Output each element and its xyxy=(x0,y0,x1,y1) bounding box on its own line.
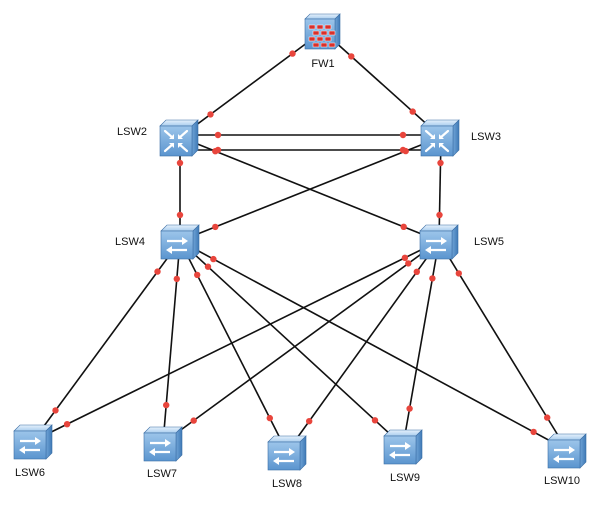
device-lsw5[interactable]: LSW5 xyxy=(419,224,504,260)
link-lsw5-lsw6 xyxy=(32,240,440,442)
device-label-lsw10: LSW10 xyxy=(544,475,580,487)
port-dot-lsw3 xyxy=(409,108,416,115)
port-dot-lsw2 xyxy=(207,111,214,118)
link-fw1-lsw2 xyxy=(179,30,324,138)
link-lsw4-lsw7 xyxy=(162,240,181,444)
device-fw1[interactable]: FW1 xyxy=(304,13,341,70)
device-lsw6[interactable]: LSW6 xyxy=(13,424,53,479)
link-lsw4-lsw9 xyxy=(179,240,404,447)
device-lsw10[interactable]: LSW10 xyxy=(544,433,587,487)
port-dot-lsw10 xyxy=(544,414,551,421)
core-switch-icon xyxy=(159,119,199,157)
port-dot-lsw4 xyxy=(194,271,201,279)
port-dot-lsw4 xyxy=(176,211,184,219)
device-label-lsw4: LSW4 xyxy=(115,236,145,248)
port-dot-lsw4 xyxy=(154,268,161,275)
port-dot-fw1 xyxy=(348,53,355,60)
port-dot-lsw5 xyxy=(401,254,409,261)
switch-icon xyxy=(13,424,53,460)
port-dot-lsw6 xyxy=(63,421,71,428)
link-lsw4-lsw6 xyxy=(32,240,181,442)
port-dot-lsw4 xyxy=(204,263,212,270)
port-dot-lsw9 xyxy=(406,405,413,412)
link-lsw5-lsw8 xyxy=(286,240,440,453)
port-dot-lsw2 xyxy=(214,131,222,139)
port-dot-fw1 xyxy=(289,50,296,57)
link-lsw5-lsw9 xyxy=(402,240,440,447)
device-lsw8[interactable]: LSW8 xyxy=(267,435,307,490)
device-lsw7[interactable]: LSW7 xyxy=(143,426,183,480)
core-switch-icon xyxy=(420,119,460,157)
device-label-lsw8: LSW8 xyxy=(272,478,302,490)
port-dot-lsw10 xyxy=(530,428,537,436)
device-lsw3[interactable]: LSW3 xyxy=(420,119,501,157)
port-dot-lsw3 xyxy=(402,147,409,155)
port-dot-lsw2 xyxy=(176,159,184,167)
port-dot-lsw9 xyxy=(371,417,379,424)
port-dot-lsw5 xyxy=(400,223,407,230)
port-dots-layer xyxy=(52,50,551,436)
device-lsw4[interactable]: LSW4 xyxy=(115,224,200,260)
switch-icon xyxy=(160,224,200,260)
link-lsw5-lsw7 xyxy=(162,240,440,444)
switch-icon xyxy=(547,433,587,469)
port-dot-lsw3 xyxy=(437,159,444,167)
port-dot-lsw2 xyxy=(212,148,219,155)
switch-icon xyxy=(419,224,459,260)
device-label-lsw3: LSW3 xyxy=(471,131,501,143)
device-label-lsw2: LSW2 xyxy=(117,126,147,138)
port-dot-lsw7 xyxy=(163,401,170,409)
link-fw1-lsw3 xyxy=(322,30,442,138)
port-dot-lsw5 xyxy=(429,275,436,282)
port-dot-lsw4 xyxy=(173,275,180,283)
device-lsw9[interactable]: LSW9 xyxy=(383,429,423,484)
port-dot-lsw8 xyxy=(266,414,273,422)
port-dot-lsw4 xyxy=(212,223,219,231)
port-dot-lsw4 xyxy=(210,255,217,263)
link-lsw3-lsw4 xyxy=(179,136,442,242)
device-label-lsw6: LSW6 xyxy=(15,467,45,479)
device-lsw2[interactable]: LSW2 xyxy=(117,119,199,157)
switch-icon xyxy=(383,429,423,465)
switch-icon xyxy=(267,435,307,471)
device-label-lsw5: LSW5 xyxy=(474,236,504,248)
switch-icon xyxy=(143,426,183,462)
port-dot-lsw3 xyxy=(399,131,407,139)
port-dot-lsw5 xyxy=(413,268,420,275)
port-dot-lsw7 xyxy=(190,417,197,424)
port-dot-lsw6 xyxy=(52,407,59,414)
device-label-lsw9: LSW9 xyxy=(390,472,420,484)
device-label-fw1: FW1 xyxy=(311,58,334,70)
link-lsw4-lsw10 xyxy=(179,240,568,451)
firewall-icon xyxy=(304,13,341,50)
port-dot-lsw5 xyxy=(455,270,462,277)
port-dot-lsw8 xyxy=(306,418,313,425)
port-dot-lsw5 xyxy=(405,260,412,267)
device-label-lsw7: LSW7 xyxy=(147,468,177,480)
port-dot-lsw5 xyxy=(436,211,443,219)
